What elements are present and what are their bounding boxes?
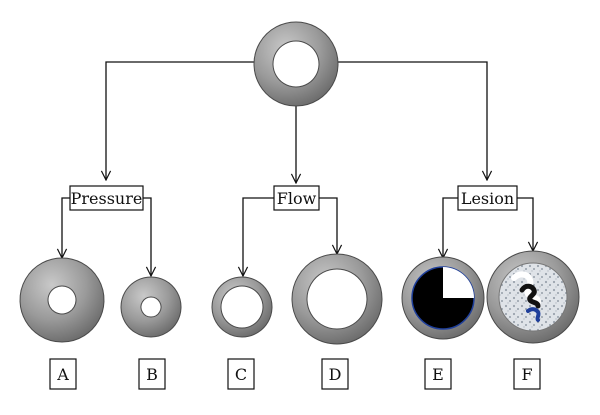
root-vessel-ring [253, 21, 339, 107]
ring-label-e: E [432, 365, 444, 384]
category-box-lesion: Lesion [457, 185, 518, 211]
connector-flow-to-d [319, 197, 337, 254]
connector-pressure-to-a [62, 197, 70, 258]
vessel-ring-e [401, 256, 485, 340]
vessel-ring-a [19, 257, 105, 343]
ring-label-d: D [329, 365, 342, 384]
connector-root-to-pressure [106, 61, 255, 180]
label-box-f: F [513, 358, 541, 390]
ring-label-f: F [521, 365, 532, 384]
category-label-pressure: Pressure [71, 189, 143, 208]
label-box-d: D [321, 358, 349, 390]
thrombus-black [519, 283, 541, 309]
vessel-ring-b [120, 276, 182, 338]
label-box-a: A [49, 358, 77, 390]
label-box-b: B [138, 358, 166, 390]
connector-lines [62, 61, 533, 276]
connector-pressure-to-b [143, 197, 151, 276]
category-box-pressure: Pressure [69, 185, 144, 211]
connector-flow-to-c [243, 197, 274, 276]
label-box-e: E [424, 358, 452, 390]
vessel-ring-f [486, 250, 580, 344]
vessel-ring-c [211, 276, 273, 338]
label-box-c: C [227, 358, 255, 390]
vessel-ring-d [291, 253, 383, 345]
ring-label-b: B [146, 365, 158, 384]
category-label-flow: Flow [277, 189, 317, 208]
ring-label-a: A [56, 365, 69, 384]
thrombus-blue [526, 307, 541, 322]
ring-label-c: C [235, 365, 247, 384]
category-label-lesion: Lesion [461, 189, 514, 208]
residual-lumen [443, 267, 474, 298]
connector-lesion-to-f [517, 197, 533, 251]
connector-lesion-to-e [443, 197, 458, 258]
category-box-flow: Flow [273, 185, 320, 211]
connector-root-to-lesion [337, 61, 487, 180]
